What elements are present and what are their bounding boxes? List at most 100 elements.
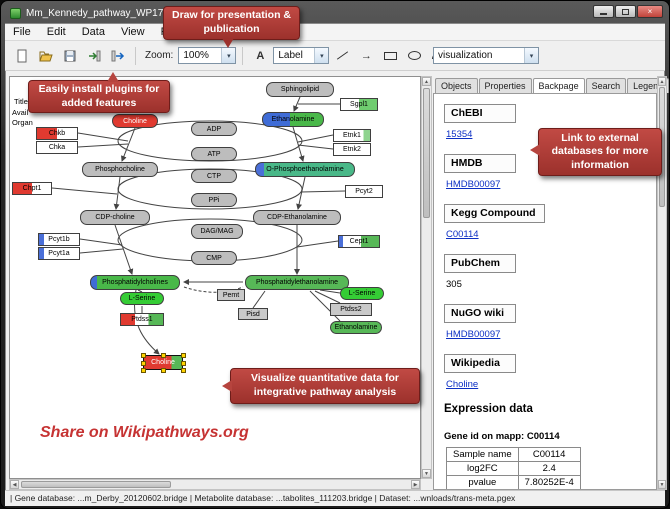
- pathway-node-pcyt1a[interactable]: Pcyt1a: [38, 247, 80, 260]
- pathway-node-phosphocholine[interactable]: Phosphocholine: [82, 162, 158, 177]
- zoom-combobox[interactable]: 100% ▾: [178, 47, 237, 64]
- pathway-node-l-serine[interactable]: L-Serine: [340, 287, 384, 300]
- close-button[interactable]: ×: [637, 5, 663, 18]
- selection-handle[interactable]: [181, 353, 186, 358]
- pathway-node-cdp-ethanolamine[interactable]: CDP-Ethanolamine: [253, 210, 341, 225]
- save-icon: [64, 50, 76, 61]
- pathway-node-phosphatidylcholines[interactable]: Phosphatidylcholines: [90, 275, 180, 290]
- menu-data[interactable]: Data: [81, 26, 105, 38]
- pathway-node-choline[interactable]: Choline: [141, 353, 186, 373]
- oval-tool-button[interactable]: [403, 45, 425, 67]
- pathway-node-chpt1[interactable]: Chpt1: [12, 182, 52, 195]
- pathway-node-pcyt2[interactable]: Pcyt2: [345, 185, 383, 198]
- import-button[interactable]: [83, 45, 105, 67]
- chebi-link[interactable]: 15354: [446, 129, 473, 140]
- hmdb-link[interactable]: HMDB00097: [446, 179, 501, 190]
- pathway-node-choline[interactable]: Choline: [112, 114, 158, 128]
- scroll-up-icon[interactable]: ▲: [422, 77, 431, 86]
- pathway-node-ppi[interactable]: PPi: [191, 193, 237, 207]
- label-template-combobox[interactable]: Label ▾: [273, 47, 330, 64]
- visualization-combobox[interactable]: visualization ▾: [433, 47, 539, 64]
- pathway-info-title: Title:: [14, 97, 30, 106]
- title-bar: Mm_Kennedy_pathway_WP1771_45176.gpml: [5, 4, 665, 23]
- rectangle-tool-button[interactable]: [379, 45, 401, 67]
- pathway-node-phosphatidylethanolamine[interactable]: Phosphatidylethanolamine: [245, 275, 349, 290]
- maximize-button[interactable]: [615, 5, 636, 18]
- table-cell: C00114: [517, 447, 581, 462]
- tab-objects[interactable]: Objects: [435, 78, 478, 93]
- tab-search[interactable]: Search: [585, 78, 627, 93]
- scroll-down-icon[interactable]: ▼: [658, 480, 666, 489]
- scroll-right-icon[interactable]: ▶: [411, 480, 420, 489]
- pathway-node-chkb[interactable]: Chkb: [36, 127, 78, 140]
- arrow-tool-button[interactable]: →: [355, 45, 377, 67]
- pathway-info-availability: Avail: [12, 108, 29, 117]
- pathway-node-chka[interactable]: Chka: [36, 141, 78, 154]
- menu-view[interactable]: View: [120, 26, 145, 38]
- pathway-node-sgpl1[interactable]: Sgpl1: [340, 98, 378, 111]
- canvas-horizontal-scrollbar[interactable]: ◀ ▶: [9, 479, 421, 490]
- save-button[interactable]: [59, 45, 81, 67]
- pathway-node-sphingolipid[interactable]: Sphingolipid: [266, 82, 334, 97]
- export-button[interactable]: [107, 45, 129, 67]
- text-label-tool-button[interactable]: A: [249, 45, 271, 67]
- pathway-node-adp[interactable]: ADP: [191, 122, 237, 136]
- pathway-node-cept1[interactable]: Cept1: [338, 235, 380, 248]
- pathway-node-ethanolamine[interactable]: Ethanolamine: [262, 112, 324, 127]
- tab-properties[interactable]: Properties: [478, 78, 532, 93]
- table-cell: pvalue: [446, 475, 519, 489]
- pathway-node-ptdss2[interactable]: Ptdss2: [330, 303, 372, 316]
- table-cell: 2.4: [517, 461, 581, 476]
- kegg-link[interactable]: C00114: [446, 229, 479, 240]
- minimize-button[interactable]: [593, 5, 614, 18]
- pathway-node-pcyt1b[interactable]: Pcyt1b: [38, 233, 80, 246]
- share-text: Share on Wikipathways.org: [40, 424, 249, 441]
- arrow-icon: →: [360, 49, 372, 62]
- scroll-left-icon[interactable]: ◀: [10, 480, 19, 489]
- status-bar: | Gene database: ...m_Derby_20120602.bri…: [5, 490, 665, 506]
- menu-edit[interactable]: Edit: [46, 26, 66, 38]
- pathway-node-pemt[interactable]: Pemt: [217, 289, 245, 301]
- line-tool-button[interactable]: [331, 45, 353, 67]
- selection-handle[interactable]: [141, 368, 146, 373]
- scroll-up-icon[interactable]: ▲: [658, 77, 666, 86]
- zoom-label: Zoom:: [145, 50, 174, 61]
- pathway-node-etnk2[interactable]: Etnk2: [333, 143, 371, 156]
- pathway-node-cdp-choline[interactable]: CDP-choline: [80, 210, 150, 225]
- expression-data-title: Expression data: [444, 403, 533, 415]
- tab-backpage[interactable]: Backpage: [532, 78, 585, 94]
- open-file-button[interactable]: [35, 45, 57, 67]
- pathway-node-etnk1[interactable]: Etnk1: [333, 129, 371, 142]
- pathway-info-organism: Organ: [12, 118, 33, 127]
- pathway-node-ptdss1[interactable]: Ptdss1: [120, 313, 164, 326]
- oval-icon: [407, 51, 421, 60]
- expression-gene-id: Gene id on mapp: C00114: [444, 431, 560, 442]
- nugo-link[interactable]: HMDB00097: [446, 329, 501, 340]
- pathway-node-atp[interactable]: ATP: [191, 147, 237, 161]
- pathway-canvas[interactable]: Title: Avail Organ: [9, 76, 421, 479]
- scroll-down-icon[interactable]: ▼: [422, 469, 431, 478]
- pathway-node-l-serine[interactable]: L-Serine: [120, 292, 164, 305]
- selection-handle[interactable]: [141, 360, 146, 366]
- pathway-node-pisd[interactable]: Pisd: [238, 308, 268, 320]
- selection-handle[interactable]: [181, 360, 186, 366]
- pathway-node-o-phosphoethanolamine[interactable]: O-Phosphoethanolamine: [255, 162, 355, 177]
- line-icon: [336, 51, 348, 60]
- selection-handle[interactable]: [181, 368, 186, 373]
- selection-handle[interactable]: [141, 353, 146, 358]
- selection-handle[interactable]: [161, 353, 166, 358]
- table-row: Sample name C00114: [446, 447, 581, 462]
- pathway-node-cmp[interactable]: CMP: [191, 251, 237, 265]
- chevron-down-icon: ▾: [524, 48, 538, 63]
- pathway-node-ctp[interactable]: CTP: [191, 169, 237, 183]
- menu-file[interactable]: File: [13, 26, 31, 38]
- new-file-button[interactable]: [11, 45, 33, 67]
- horizontal-scroll-thumb[interactable]: [21, 481, 171, 488]
- selection-handle[interactable]: [161, 368, 166, 373]
- pathway-node-ethanolamine[interactable]: Ethanolamine: [330, 321, 382, 334]
- canvas-vertical-scrollbar[interactable]: ▲ ▼: [421, 76, 432, 479]
- wikipedia-link[interactable]: Choline: [446, 379, 479, 390]
- chevron-down-icon: ▾: [221, 48, 236, 63]
- vertical-scroll-thumb[interactable]: [423, 88, 430, 218]
- pathway-node-dag-mag[interactable]: DAG/MAG: [191, 224, 243, 239]
